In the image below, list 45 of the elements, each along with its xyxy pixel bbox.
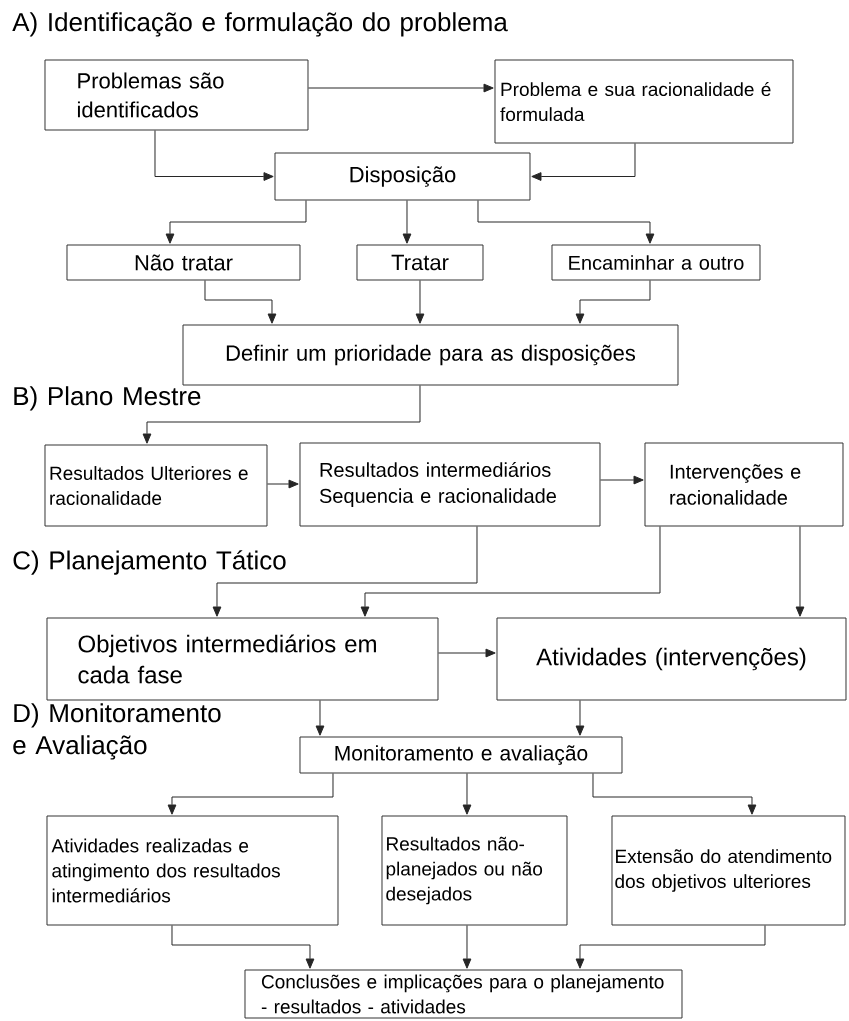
section-heading: D) Monitoramento e Avaliação	[13, 703, 221, 760]
arrow	[171, 925, 315, 969]
process-box: Tratar	[356, 244, 484, 281]
arrow	[462, 925, 472, 969]
arrow	[575, 700, 585, 736]
process-box: Problema e sua racionalidade é formulada	[494, 59, 794, 144]
arrow	[575, 280, 651, 324]
arrow	[438, 648, 496, 658]
arrow	[204, 280, 277, 324]
process-box: Resultados Ulteriores e racionalidade	[44, 444, 268, 527]
arrow	[308, 83, 494, 93]
process-box: Encaminhar a outro	[551, 244, 761, 281]
arrow	[575, 925, 766, 969]
section-heading: A) Identificação e formulação do problema	[12, 12, 508, 37]
process-box: Definir um prioridade para as disposições	[182, 324, 679, 386]
process-box: Atividades realizadas e atingimento dos resultados intermediários	[46, 815, 339, 926]
process-box: Extensão do atendimento dos objetivos ulteriores	[611, 815, 846, 926]
arrow	[531, 143, 636, 181]
arrow	[795, 526, 805, 617]
process-box: Resultados intermediários Sequencia e racionalidade	[299, 442, 601, 527]
arrow	[154, 130, 274, 181]
process-box: Objetivos intermediários em cada fase	[46, 617, 439, 701]
arrow	[462, 773, 472, 815]
section-heading: B) Plano Mestre	[14, 386, 201, 411]
arrow	[592, 773, 757, 815]
process-box: Problemas são identificados	[44, 59, 309, 131]
arrow	[167, 773, 334, 815]
process-box: Resultados não-planejados ou não desejados	[381, 815, 568, 926]
process-box: Intervenções e racionalidade	[644, 442, 844, 527]
arrow	[315, 700, 325, 736]
arrow	[600, 475, 644, 485]
process-box: Conclusões e implicações para o planejamento - resultados - atividades	[244, 969, 683, 1019]
process-box: Disposição	[274, 152, 531, 201]
section-heading: C) Planejamento Tático	[13, 550, 286, 575]
arrow	[212, 526, 478, 617]
arrow	[142, 385, 421, 444]
arrow	[477, 200, 655, 244]
process-box: Não tratar	[66, 244, 301, 281]
arrow	[360, 526, 661, 617]
arrow	[165, 200, 307, 244]
process-box: Monitoramento e avaliação	[299, 736, 623, 774]
arrow	[402, 200, 412, 244]
process-box: Atividades (intervenções)	[496, 617, 847, 701]
arrow	[415, 280, 425, 324]
arrow	[267, 479, 299, 489]
